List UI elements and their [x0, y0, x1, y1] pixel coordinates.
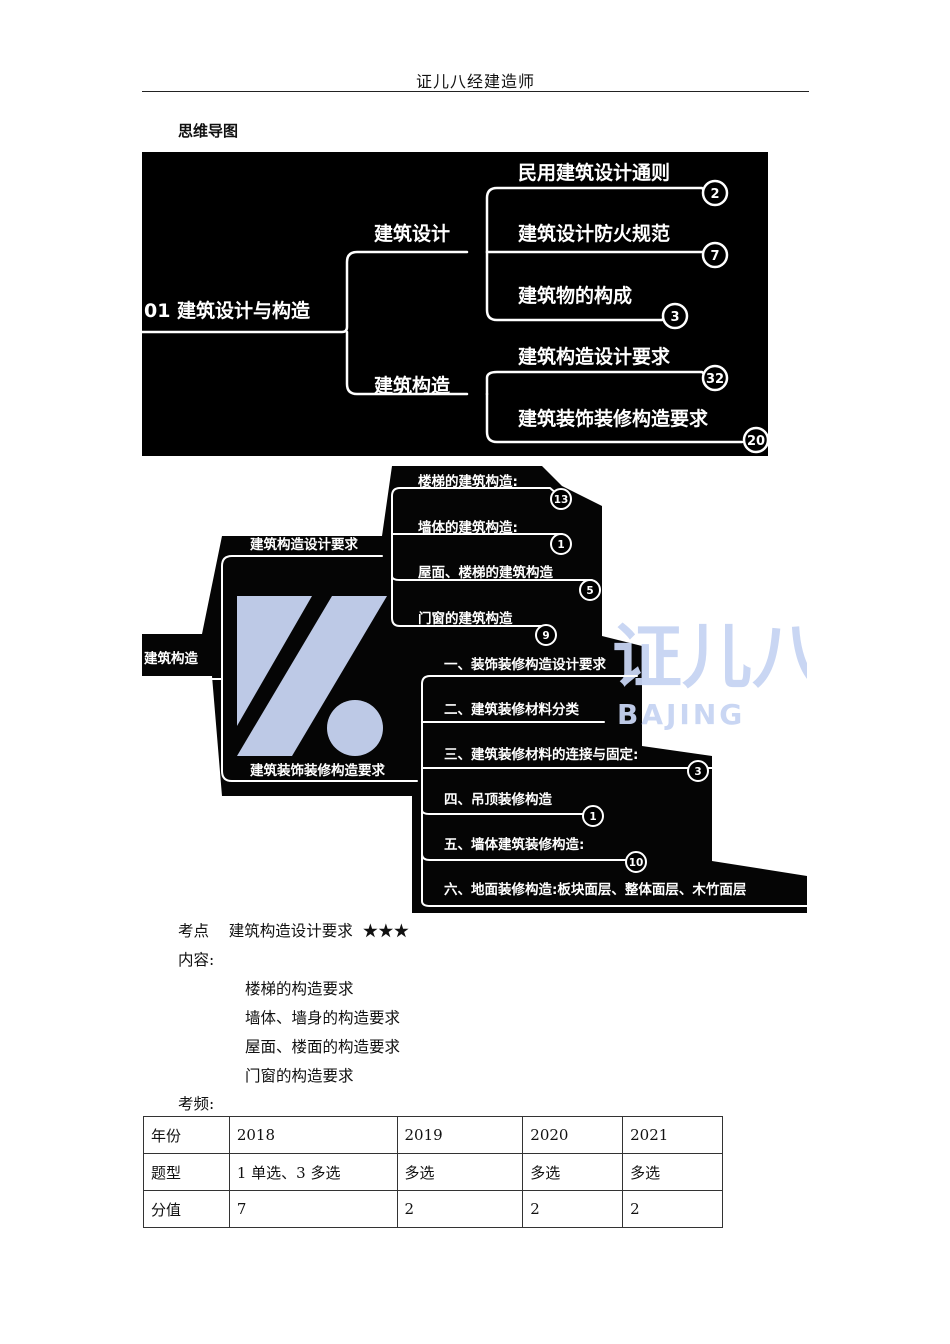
content-item-2: 墙体、墙身的构造要求: [245, 1009, 401, 1027]
content-label: 内容:: [178, 951, 215, 969]
mm1-count-4: 32: [706, 372, 724, 387]
mm1-branch-1-label: 建筑设计: [374, 222, 450, 245]
table-cell: 多选: [396, 1153, 524, 1191]
mm1-count-1: 2: [710, 187, 719, 202]
mm1-count-3: 3: [670, 310, 679, 325]
header-rule: [142, 91, 809, 92]
table-cell: 1 单选、3 多选: [228, 1153, 398, 1191]
mm2-branch-1-label: 建筑构造设计要求: [249, 536, 358, 553]
mm1-count-badge-1: [701, 179, 729, 207]
table-cell: 年份: [143, 1116, 230, 1154]
table-cell: 2: [622, 1190, 723, 1228]
table-cell: 7: [228, 1190, 398, 1228]
mm2-count-badge-4: [535, 624, 557, 646]
content-item-3: 屋面、楼面的构造要求: [245, 1038, 401, 1056]
mm2-leaf-5-label: 一、装饰装修构造设计要求: [444, 656, 606, 673]
mm2-count-4: 9: [542, 630, 549, 642]
mm2-branch-2-label: 建筑装饰装修构造要求: [249, 762, 385, 779]
mm2-count-badge-7: [625, 851, 647, 873]
table-cell: 多选: [622, 1153, 723, 1191]
mm2-count-badge-2: [550, 533, 572, 555]
mm1-leaf-1-label: 民用建筑设计通则: [518, 161, 670, 184]
mm1-count-5: 20: [747, 434, 765, 449]
section-title: 思维导图: [178, 122, 239, 140]
mindmap-2: 证儿八经 BAJING 建筑构造 建筑构造设计要求 建筑装饰装修构造要求 楼梯的…: [142, 466, 807, 913]
table-cell: 分值: [143, 1190, 230, 1228]
mm1-count-2: 7: [710, 249, 719, 264]
watermark-subtext: BAJING: [617, 698, 745, 731]
table-cell: 题型: [143, 1153, 230, 1191]
mm2-leaf-8-label: 四、吊顶装修构造: [444, 791, 552, 808]
mm2-count-5: 3: [694, 766, 701, 778]
mm2-leaf-4-label: 门窗的建筑构造: [418, 610, 513, 627]
mm1-count-badge-3: [661, 302, 689, 330]
content-item-4: 门窗的构造要求: [245, 1067, 354, 1085]
mm2-count-6: 1: [589, 811, 596, 823]
mm2-leaf-7-label: 三、建筑装修材料的连接与固定:: [444, 746, 638, 763]
frequency-table: 年份 2018 2019 2020 2021 题型 1 单选、3 多选 多选 多…: [143, 1116, 723, 1228]
frequency-label: 考频:: [178, 1095, 215, 1113]
table-row: 年份 2018 2019 2020 2021: [143, 1116, 723, 1154]
table-cell: 2019: [396, 1116, 524, 1154]
table-row: 题型 1 单选、3 多选 多选 多选 多选: [143, 1153, 723, 1191]
mm2-count-badge-3: [579, 579, 601, 601]
mm1-count-badge-4: [701, 364, 729, 392]
mm1-branch-2-label: 建筑构造: [374, 374, 451, 397]
table-cell: 2021: [622, 1116, 723, 1154]
mm2-count-badge-1: [550, 488, 572, 510]
table-row: 分值 7 2 2 2: [143, 1190, 723, 1228]
mm2-root-label: 建筑构造: [143, 650, 198, 667]
document-header: 证儿八经建造师: [415, 72, 535, 91]
mm1-leaf-5-label: 建筑装饰装修构造要求: [518, 407, 709, 430]
kaodian-label: 考点: [178, 922, 210, 940]
watermark-text: 证儿八经: [612, 616, 807, 698]
table-cell: 2: [396, 1190, 524, 1228]
table-cell: 多选: [522, 1153, 624, 1191]
kaodian-topic: 建筑构造设计要求: [228, 922, 353, 940]
mm1-leaf-4-label: 建筑构造设计要求: [518, 345, 671, 368]
table-cell: 2: [522, 1190, 624, 1228]
mm2-count-badge-5: [687, 760, 709, 782]
kaodian-stars: ★★★: [362, 922, 410, 940]
mindmap-1: 01 建筑设计与构造 建筑设计 建筑构造 民用建筑设计通则 建筑设计防火规范 建…: [142, 152, 768, 456]
mm2-count-3: 5: [586, 585, 593, 597]
table-cell: 2018: [228, 1116, 398, 1154]
mm2-leaf-10-label: 六、地面装修构造:板块面层、整体面层、木竹面层: [444, 881, 746, 898]
mm2-count-7: 10: [629, 857, 644, 869]
mm2-leaf-3-label: 屋面、楼梯的建筑构造: [418, 564, 553, 581]
mm2-count-badge-6: [582, 805, 604, 827]
mm1-leaf-3-label: 建筑物的构成: [518, 284, 632, 307]
kaodian-line: 考点 建筑构造设计要求 ★★★: [178, 919, 409, 941]
watermark-logo: 证儿八经 BAJING: [237, 596, 807, 756]
table-cell: 2020: [522, 1116, 624, 1154]
content-item-1: 楼梯的构造要求: [245, 980, 354, 998]
mm2-leaf-2-label: 墙体的建筑构造:: [418, 519, 518, 536]
mm1-root-label: 01 建筑设计与构造: [144, 299, 311, 322]
mm2-count-1: 13: [554, 494, 569, 506]
mm1-count-badge-2: [701, 241, 729, 269]
mm2-count-2: 1: [557, 539, 564, 551]
mm2-leaf-6-label: 二、建筑装修材料分类: [444, 701, 579, 718]
mm2-leaf-1-label: 楼梯的建筑构造:: [418, 473, 518, 490]
mm2-leaf-9-label: 五、墙体建筑装修构造:: [444, 836, 584, 853]
mm1-count-badge-5: [742, 426, 768, 454]
mm1-leaf-2-label: 建筑设计防火规范: [518, 222, 670, 245]
